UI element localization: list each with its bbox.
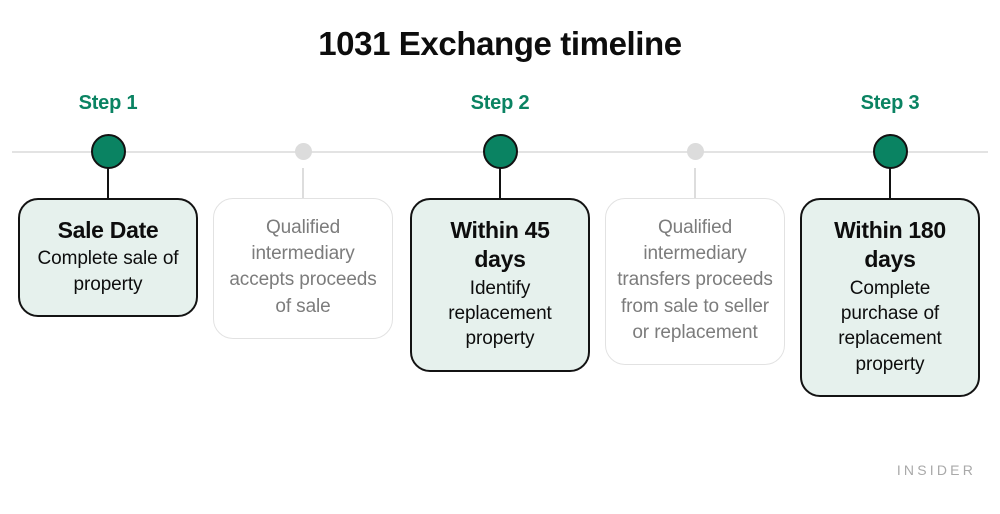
step-label-3: Step 2 — [470, 92, 530, 114]
card-body-4: Qualified intermediary transfers proceed… — [617, 217, 773, 343]
timeline-card-step-1[interactable]: Sale Date Complete sale of property — [18, 198, 198, 317]
timeline-card-step-2[interactable]: Within 45 days Identify replacement prop… — [410, 198, 590, 372]
card-body-5: Complete purchase of replacement propert… — [838, 277, 942, 375]
timeline-dot-minor-1[interactable] — [294, 143, 312, 160]
timeline-stem-4 — [694, 168, 696, 200]
card-body-2: Qualified intermediary accepts proceeds … — [229, 217, 377, 317]
timeline-dot-minor-2[interactable] — [686, 143, 704, 160]
timeline-stem-3 — [499, 168, 501, 200]
card-heading-3: Within 45 days — [450, 217, 550, 273]
timeline-stem-2 — [302, 168, 304, 200]
timeline-dot-major-2[interactable] — [482, 134, 518, 169]
page-title: 1031 Exchange timeline — [318, 25, 682, 62]
timeline-dot-major-1[interactable] — [90, 134, 126, 169]
timeline-card-step-3[interactable]: Within 180 days Complete purchase of rep… — [800, 198, 980, 397]
card-heading-1: Sale Date — [57, 217, 159, 243]
timeline-card-intermediary-accepts[interactable]: Qualified intermediary accepts proceeds … — [213, 198, 393, 339]
card-body-3: Identify replacement property — [448, 277, 552, 350]
card-heading-5: Within 180 days — [834, 217, 946, 273]
insider-watermark: INSIDER — [896, 462, 976, 478]
timeline-stem-5 — [889, 168, 891, 200]
timeline-stem-1 — [107, 168, 109, 200]
timeline-card-intermediary-transfers[interactable]: Qualified intermediary transfers proceed… — [605, 198, 785, 366]
step-label-5: Step 3 — [860, 92, 920, 114]
step-label-1: Step 1 — [78, 92, 138, 114]
card-body-1: Complete sale of property — [37, 248, 179, 295]
timeline-dot-major-3[interactable] — [872, 134, 908, 169]
